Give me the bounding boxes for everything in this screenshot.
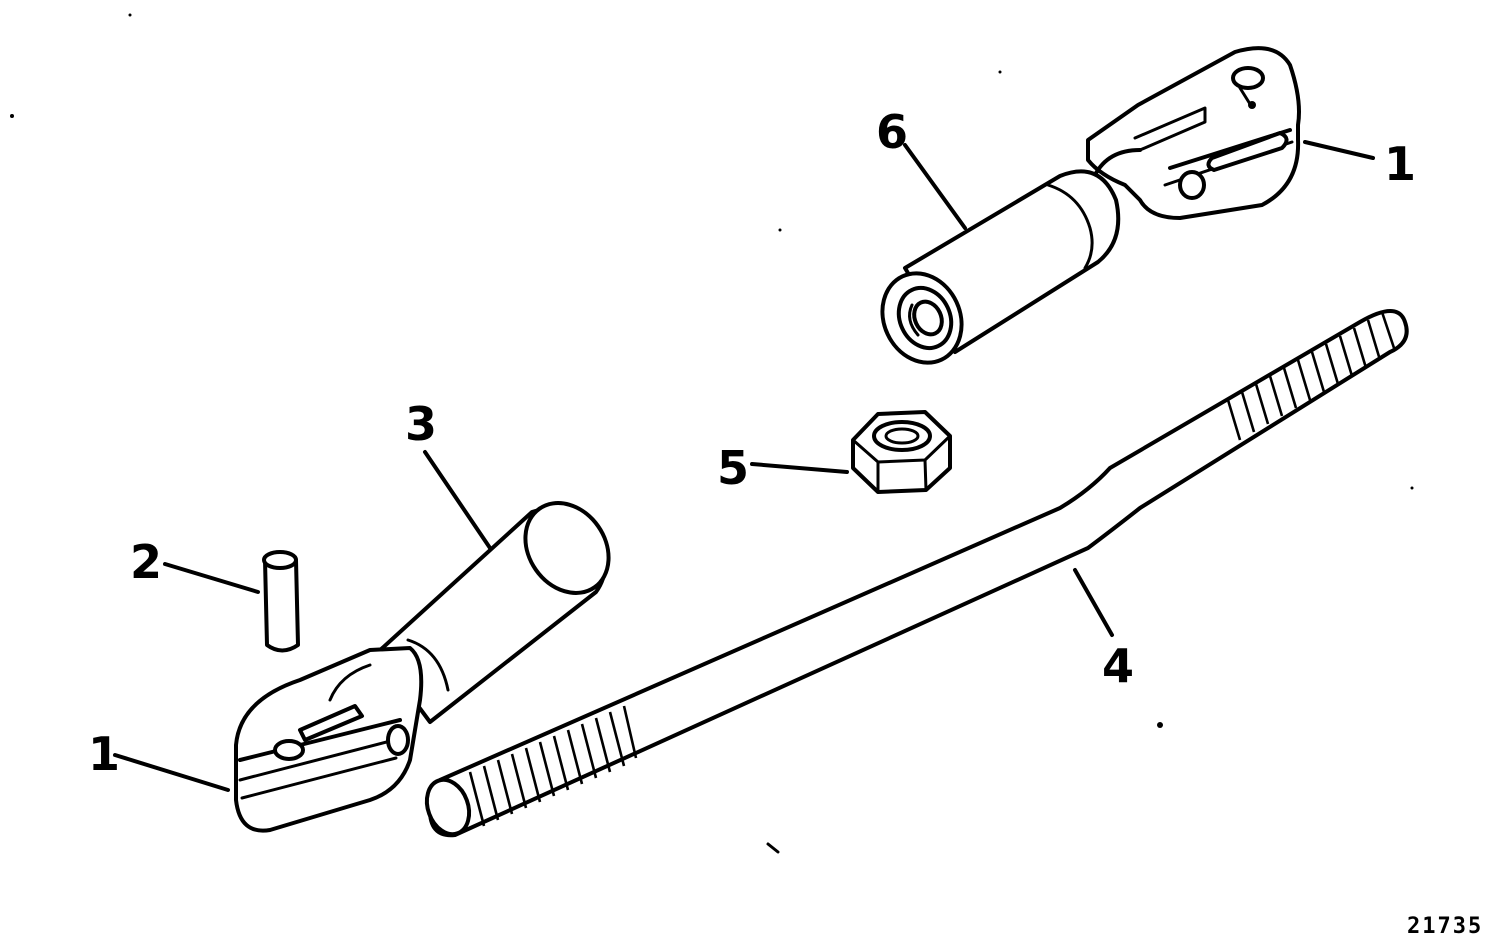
callout-2: 2 — [130, 535, 162, 589]
rod-threads-left — [468, 705, 638, 827]
leader-lines — [113, 140, 1375, 792]
callout-3: 3 — [405, 397, 437, 451]
clevis-bottom — [234, 646, 424, 833]
callout-1-bottom: 1 — [88, 727, 120, 781]
threaded-rod-4 — [424, 309, 1409, 838]
callout-6: 6 — [876, 105, 908, 159]
callout-4: 4 — [1102, 639, 1134, 693]
scan-specks — [10, 13, 1414, 854]
clevis-top — [1086, 46, 1301, 220]
sleeve-6 — [880, 169, 1121, 365]
callout-5: 5 — [717, 441, 749, 495]
sleeve-3 — [376, 501, 611, 724]
dowel-pin-2 — [262, 550, 300, 653]
hex-nut-5 — [851, 410, 952, 494]
figure-number: 21735 — [1407, 914, 1483, 937]
rod-threads-right — [1226, 311, 1396, 441]
callout-1-top: 1 — [1384, 137, 1416, 191]
